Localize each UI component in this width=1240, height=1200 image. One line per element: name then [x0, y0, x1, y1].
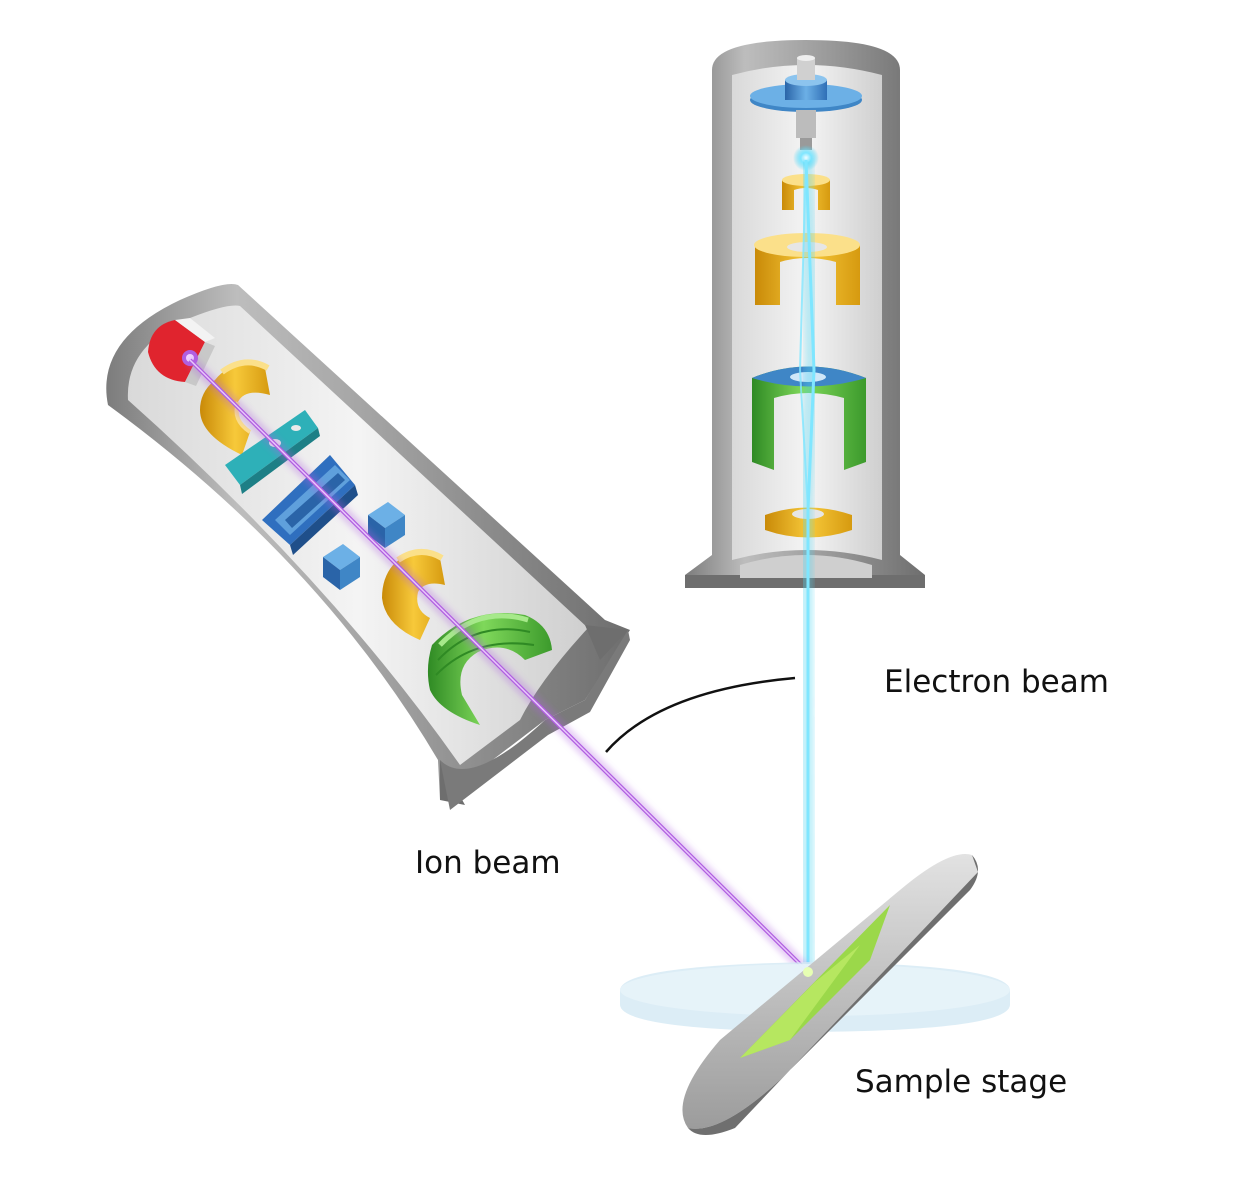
sample-stage-label: Sample stage	[855, 1064, 1067, 1100]
electron-beam	[798, 159, 820, 971]
ion-column-icon	[106, 284, 630, 810]
beam-angle-arc	[605, 676, 796, 753]
ion-final-lens-icon	[427, 613, 552, 725]
ion-objective-lens-icon	[382, 549, 445, 640]
electron-beam-label: Electron beam	[884, 664, 1109, 700]
ion-beam-label: Ion beam	[415, 845, 561, 881]
octupole-cube-icon	[323, 502, 405, 590]
sample-stage-icon	[620, 854, 1010, 1135]
electron-source-icon	[750, 55, 862, 171]
deflector-icon	[262, 455, 358, 555]
ion-beam	[185, 355, 813, 977]
